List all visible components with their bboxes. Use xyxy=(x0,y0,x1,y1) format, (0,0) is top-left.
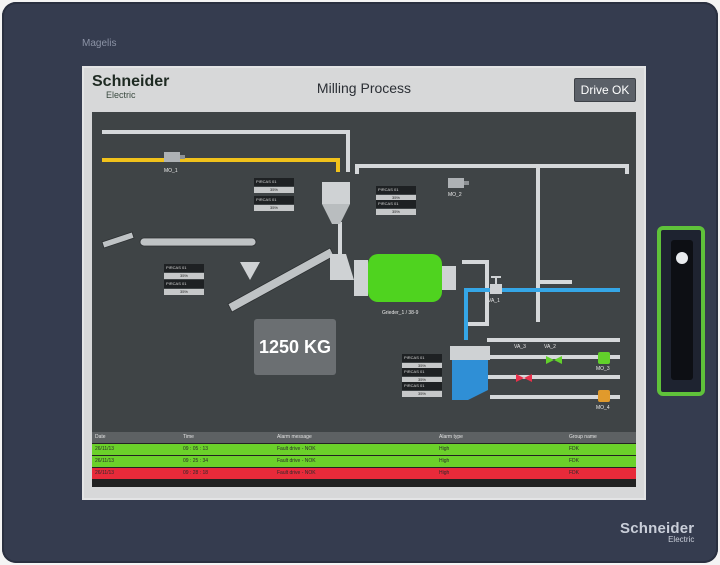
alarm-table: Date Time Alarm message Alarm type Group… xyxy=(92,432,636,487)
schneider-logo: Schneider Electric xyxy=(92,73,172,101)
tag-value: 35% xyxy=(254,187,294,193)
blue-pipe xyxy=(464,288,620,340)
tag-name: PIRCAS 01 xyxy=(376,200,416,208)
label-va3: VA_3 xyxy=(514,344,526,350)
device-model-label: Magelis xyxy=(82,38,117,49)
process-diagram: 1250 KG MO_1 MO_2 VA_1 Grieder_1 / 38-9 … xyxy=(92,112,636,432)
cell-message: Fault drive - NOK xyxy=(277,470,316,476)
table-row[interactable]: 26/11/13 09 : 05 : 13 Fault drive - NOK … xyxy=(92,444,636,455)
cell-message: Fault drive - NOK xyxy=(277,458,316,464)
cell-type: High xyxy=(439,470,450,476)
tank-icon xyxy=(450,346,490,400)
cell-type: High xyxy=(439,458,450,464)
label-grinder: Grieder_1 / 38-9 xyxy=(382,310,419,316)
usb-port xyxy=(671,240,693,380)
col-group: Group name xyxy=(569,434,597,440)
valve-va3-icon xyxy=(516,374,524,382)
device-brand: Schneider Electric xyxy=(620,520,694,544)
tag-name: PIRCAS 01 xyxy=(376,186,416,194)
process-graphics xyxy=(101,130,629,402)
motor-mo2-icon xyxy=(448,178,469,188)
cell-type: High xyxy=(439,446,450,452)
col-time: Time xyxy=(183,434,194,440)
label-mo2: MO_2 xyxy=(448,192,462,198)
alarm-header-row: Date Time Alarm message Alarm type Group… xyxy=(92,432,636,443)
tag-box: PIRCAS 01 35% xyxy=(402,368,442,383)
cell-date: 26/11/13 xyxy=(95,446,115,452)
chute-icon xyxy=(330,254,354,280)
cell-time: 09 : 25 : 34 xyxy=(183,458,209,464)
tag-value: 35% xyxy=(164,289,204,295)
weight-display: 1250 KG xyxy=(254,319,336,375)
valve-va1-icon xyxy=(490,276,502,294)
tag-value: 35% xyxy=(402,363,442,369)
cell-time: 09 : 28 : 18 xyxy=(183,470,209,476)
logo-line-1: Schneider xyxy=(92,73,170,90)
grinder-icon xyxy=(354,254,456,302)
tag-name: PIRCAS 01 xyxy=(254,196,294,204)
col-date: Date xyxy=(95,434,106,440)
tag-value: 35% xyxy=(164,273,204,279)
usb-slot-panel xyxy=(657,226,705,396)
valve-va2-icon xyxy=(546,356,554,364)
hmi-screen: Schneider Electric Milling Process Drive… xyxy=(82,66,646,500)
page-title: Milling Process xyxy=(316,80,412,96)
motor-mo1-icon xyxy=(164,152,185,162)
hopper-icon xyxy=(322,182,350,224)
cell-date: 26/11/13 xyxy=(95,458,115,464)
yellow-pipe xyxy=(102,158,340,172)
tag-name: PIRCAS 01 xyxy=(164,280,204,288)
tag-value: 35% xyxy=(376,195,416,201)
label-mo1: MO_1 xyxy=(164,168,178,174)
tag-value: 35% xyxy=(254,205,294,211)
col-type: Alarm type xyxy=(439,434,463,440)
label-va2: VA_2 xyxy=(544,344,556,350)
tag-box: PIRCAS 01 35% xyxy=(376,186,416,201)
funnel-icon xyxy=(240,262,260,280)
logo-line-2: Electric xyxy=(106,90,136,100)
cell-group: FDK xyxy=(569,458,579,464)
tag-name: PIRCAS 01 xyxy=(254,178,294,186)
gray-pipes xyxy=(102,130,629,399)
tag-box: PIRCAS 01 35% xyxy=(254,196,294,211)
motor-mo4-icon xyxy=(598,390,610,402)
tag-value: 35% xyxy=(402,377,442,383)
tag-name: PIRCAS 01 xyxy=(402,382,442,390)
tag-name: PIRCAS 01 xyxy=(402,368,442,376)
tag-value: 35% xyxy=(376,209,416,215)
label-va1: VA_1 xyxy=(488,298,500,304)
motor-mo3-icon xyxy=(598,352,610,364)
table-row[interactable]: 26/11/13 09 : 25 : 34 Fault drive - NOK … xyxy=(92,456,636,467)
tag-box: PIRCAS 01 35% xyxy=(164,264,204,279)
device-brand-sub: Electric xyxy=(668,535,695,544)
label-mo4: MO_4 xyxy=(596,405,610,411)
tag-box: PIRCAS 01 35% xyxy=(254,178,294,193)
cell-group: FDK xyxy=(569,446,579,452)
label-mo3: MO_3 xyxy=(596,366,610,372)
tag-value: 35% xyxy=(402,391,442,397)
drive-ok-button[interactable]: Drive OK xyxy=(574,78,636,102)
conveyor-icon xyxy=(101,231,335,313)
tag-box: PIRCAS 01 35% xyxy=(376,200,416,215)
device-brand-name: Schneider xyxy=(620,520,695,537)
table-row[interactable]: 26/11/13 09 : 28 : 18 Fault drive - NOK … xyxy=(92,468,636,479)
cell-date: 26/11/13 xyxy=(95,470,115,476)
tag-box: PIRCAS 01 35% xyxy=(402,382,442,397)
tag-box: PIRCAS 01 35% xyxy=(164,280,204,295)
tag-name: PIRCAS 01 xyxy=(402,354,442,362)
cell-message: Fault drive - NOK xyxy=(277,446,316,452)
cell-group: FDK xyxy=(569,470,579,476)
tag-name: PIRCAS 01 xyxy=(164,264,204,272)
tag-box: PIRCAS 01 35% xyxy=(402,354,442,369)
col-message: Alarm message xyxy=(277,434,312,440)
usb-knob-icon xyxy=(676,252,688,264)
cell-time: 09 : 05 : 13 xyxy=(183,446,209,452)
